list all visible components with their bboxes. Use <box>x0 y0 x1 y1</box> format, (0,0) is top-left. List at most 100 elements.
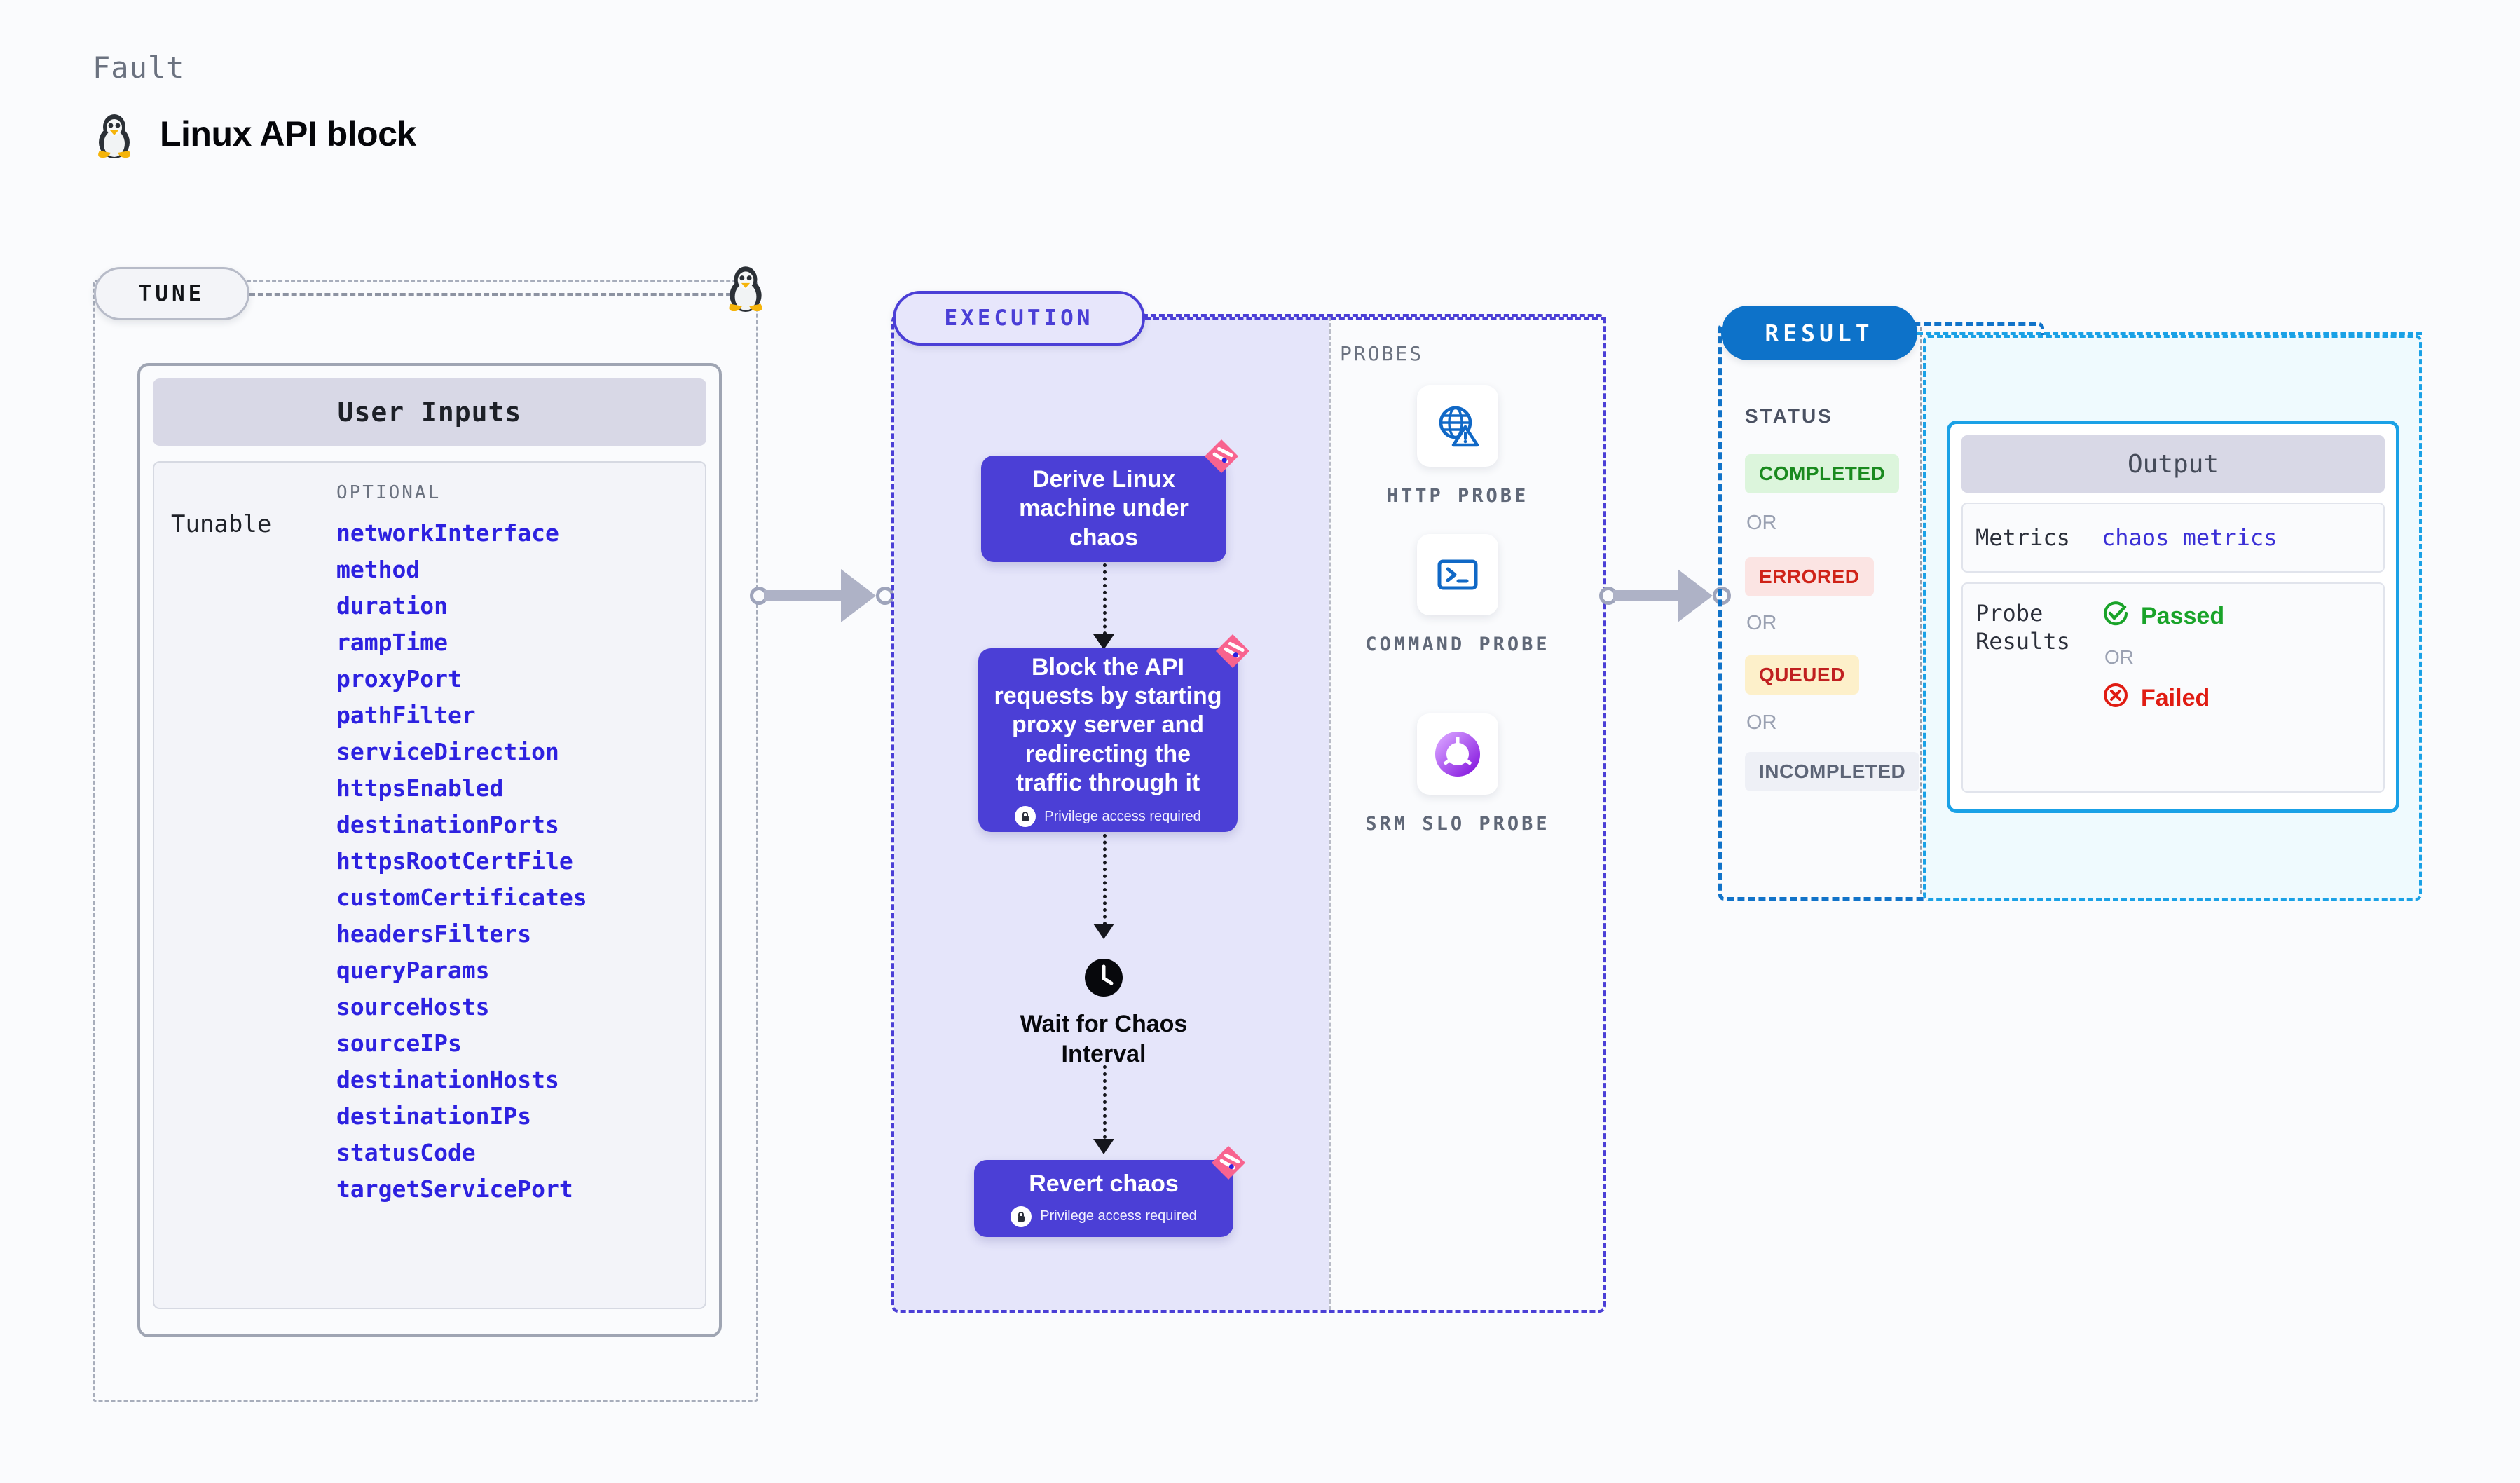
lock-icon <box>1011 1205 1032 1227</box>
probes-divider <box>1329 317 1331 1310</box>
param-item[interactable]: proxyPort <box>336 665 462 692</box>
lock-icon <box>1015 805 1036 827</box>
status-or-label: OR <box>1746 711 1777 734</box>
tunable-group: Tunable OPTIONAL networkInterface method… <box>153 461 706 1309</box>
tux-penguin-icon <box>93 109 136 159</box>
node-label: Block the API requests by starting proxy… <box>994 654 1222 796</box>
param-item[interactable]: destinationPorts <box>336 811 559 838</box>
execution-node-block-api[interactable]: Block the API requests by starting proxy… <box>978 648 1238 832</box>
output-row-metrics: Metrics chaos metrics <box>1961 503 2385 573</box>
privilege-text: Privilege access required <box>1044 808 1201 824</box>
stage-pill-result[interactable]: RESULT <box>1721 306 1917 360</box>
arrow-shaft <box>1613 590 1690 601</box>
param-item[interactable]: customCertificates <box>336 884 587 911</box>
param-item[interactable]: networkInterface <box>336 519 559 547</box>
result-inner-divider <box>1920 327 1922 894</box>
param-item[interactable]: destinationHosts <box>336 1066 559 1093</box>
probe-results-key: Probe Results <box>1975 600 2070 655</box>
flow-arrowhead-1 <box>1093 634 1114 650</box>
check-circle-icon <box>2102 599 2130 634</box>
result-connector-line <box>1917 332 2422 335</box>
probe-result-passed: Passed <box>2102 599 2224 634</box>
param-item[interactable]: pathFilter <box>336 702 476 729</box>
clock-icon <box>1083 957 1125 999</box>
terminal-icon <box>1417 534 1498 615</box>
metrics-value-link[interactable]: chaos metrics <box>2102 524 2278 551</box>
execution-node-revert-chaos[interactable]: Revert chaos Privilege access required <box>974 1160 1233 1237</box>
param-item[interactable]: queryParams <box>336 957 490 984</box>
output-title: Output <box>1961 435 2385 493</box>
optional-label: OPTIONAL <box>336 482 441 503</box>
user-inputs-card: User Inputs Tunable OPTIONAL networkInte… <box>137 363 722 1337</box>
execution-panel <box>891 314 1606 1313</box>
flow-connector-1 <box>1103 563 1107 642</box>
param-item[interactable]: rampTime <box>336 629 448 656</box>
fault-title-row: Linux API block <box>93 109 416 159</box>
param-item[interactable]: destinationIPs <box>336 1102 532 1130</box>
status-badge-errored: ERRORED <box>1745 557 1874 596</box>
arrow-head <box>841 569 876 622</box>
param-item[interactable]: serviceDirection <box>336 738 559 765</box>
flow-arrowhead-3 <box>1093 1139 1114 1154</box>
param-item[interactable]: sourceIPs <box>336 1030 462 1057</box>
execution-connector-line <box>1145 317 1606 320</box>
status-or-label: OR <box>1746 512 1777 534</box>
tunable-param-list: networkInterface method duration rampTim… <box>336 521 691 1201</box>
execution-node-derive[interactable]: Derive Linux machine under chaos <box>981 456 1226 562</box>
param-item[interactable]: statusCode <box>336 1139 476 1166</box>
probe-label: COMMAND PROBE <box>1365 634 1550 655</box>
param-item[interactable]: duration <box>336 592 448 620</box>
failed-label: Failed <box>2141 685 2210 711</box>
flow-connector-2 <box>1103 834 1107 932</box>
user-inputs-title: User Inputs <box>153 378 706 446</box>
arrow-end-dot <box>1713 587 1731 605</box>
node-label: Derive Linux machine under chaos <box>1019 465 1189 551</box>
status-title: STATUS <box>1745 405 1833 427</box>
probe-result-failed: Failed <box>2102 681 2224 716</box>
probe-label: SRM SLO PROBE <box>1365 813 1550 835</box>
probe-result-or: OR <box>2104 646 2134 668</box>
status-badge-incompleted: INCOMPLETED <box>1745 752 1920 791</box>
output-card: Output Metrics chaos metrics Probe Resul… <box>1947 421 2399 813</box>
x-circle-icon <box>2102 681 2130 716</box>
status-or-label: OR <box>1746 612 1777 634</box>
privilege-notice: Privilege access required <box>1015 805 1201 827</box>
tune-connector-line <box>249 293 740 296</box>
stage-pill-tune[interactable]: TUNE <box>94 267 249 320</box>
page-title: Linux API block <box>160 114 416 153</box>
metrics-key: Metrics <box>1975 524 2070 551</box>
node-label: Revert chaos <box>1029 1170 1179 1197</box>
tunable-label: Tunable <box>171 510 272 538</box>
globe-warning-icon <box>1417 385 1498 467</box>
param-item[interactable]: method <box>336 556 420 583</box>
arrow-tune-to-execution <box>750 568 904 624</box>
probe-command[interactable]: COMMAND PROBE <box>1353 534 1563 657</box>
tux-penguin-icon-connector <box>723 261 768 316</box>
passed-label: Passed <box>2141 603 2225 629</box>
chaos-badge-icon <box>1200 435 1243 478</box>
output-row-probe-results: Probe Results Passed OR <box>1961 582 2385 793</box>
stage-pill-execution[interactable]: EXECUTION <box>893 291 1145 346</box>
flow-arrowhead-2 <box>1093 924 1114 939</box>
privilege-notice: Privilege access required <box>1011 1205 1197 1227</box>
slo-donut-check-icon <box>1417 713 1498 795</box>
arrow-shaft <box>764 590 855 601</box>
chaos-badge-icon <box>1207 1141 1250 1184</box>
param-item[interactable]: httpsRootCertFile <box>336 847 573 875</box>
probe-label: HTTP PROBE <box>1386 485 1529 507</box>
probes-title: PROBES <box>1340 342 1424 365</box>
param-item[interactable]: sourceHosts <box>336 993 490 1020</box>
param-item[interactable]: targetServicePort <box>336 1175 573 1203</box>
flow-connector-3 <box>1103 1065 1107 1146</box>
probe-srm-slo[interactable]: SRM SLO PROBE <box>1353 713 1563 837</box>
param-item[interactable]: headersFilters <box>336 920 532 948</box>
fault-eyebrow-label: Fault <box>93 50 185 85</box>
status-badge-completed: COMPLETED <box>1745 454 1900 493</box>
arrow-execution-to-result <box>1599 568 1739 624</box>
probe-http[interactable]: HTTP PROBE <box>1353 385 1563 509</box>
chaos-badge-icon <box>1211 629 1254 673</box>
wait-for-chaos-label: Wait for Chaos Interval <box>1020 1011 1188 1067</box>
arrow-head <box>1678 569 1713 622</box>
status-badge-queued: QUEUED <box>1745 655 1859 695</box>
param-item[interactable]: httpsEnabled <box>336 774 504 802</box>
